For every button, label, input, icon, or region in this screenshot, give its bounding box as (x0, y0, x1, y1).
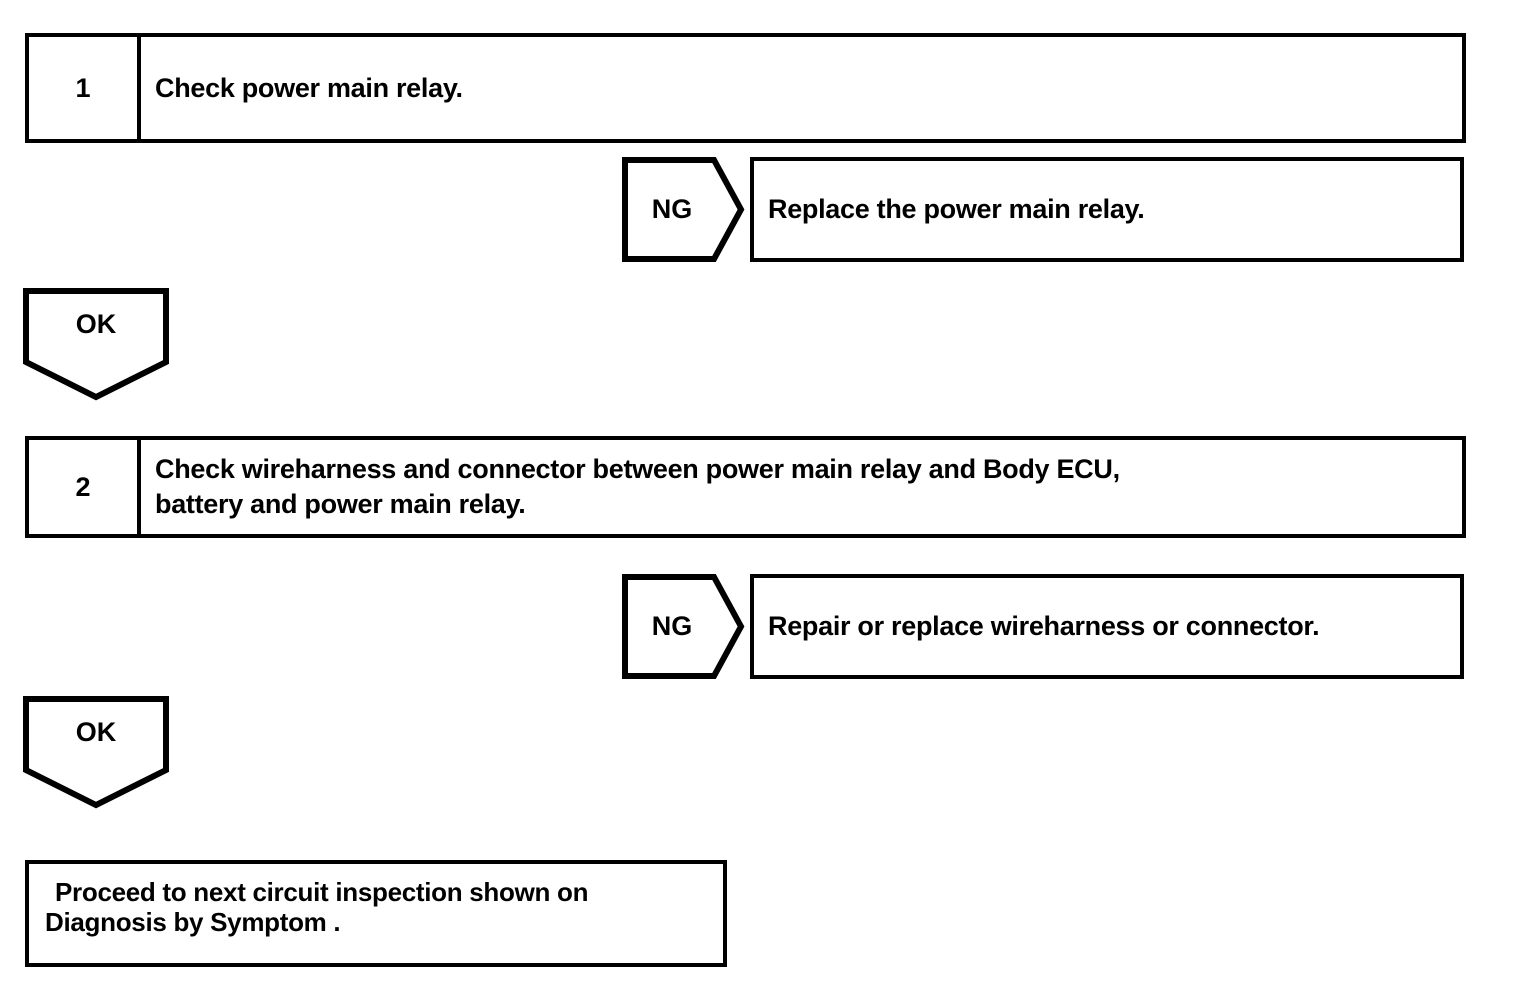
ok-arrow-1: OK (23, 288, 169, 401)
step-number-2: 2 (29, 440, 141, 534)
step-number-1: 1 (29, 37, 141, 139)
ng-action-box-2[interactable]: Repair or replace wireharness or connect… (750, 574, 1464, 679)
terminal-text-line2: Diagnosis by Symptom . (45, 906, 341, 937)
terminal-box[interactable]: Proceed to next circuit inspection shown… (25, 860, 727, 967)
ng-action-text-1: Replace the power main relay. (768, 194, 1145, 224)
ng-arrow-2: NG (622, 574, 745, 679)
ng-action-box-1[interactable]: Replace the power main relay. (750, 157, 1464, 262)
ok-arrow-2: OK (23, 696, 169, 809)
ng-arrow-1: NG (622, 157, 745, 262)
step-box-1[interactable]: 1 Check power main relay. (25, 33, 1466, 143)
ng-action-text-2: Repair or replace wireharness or connect… (768, 611, 1320, 641)
step-text-1: Check power main relay. (155, 72, 463, 103)
step-box-2[interactable]: 2 Check wireharness and connector betwee… (25, 436, 1466, 538)
terminal-text-line1: Proceed to next circuit inspection shown… (55, 877, 589, 907)
step-text-2: Check wireharness and connector between … (155, 454, 1120, 519)
